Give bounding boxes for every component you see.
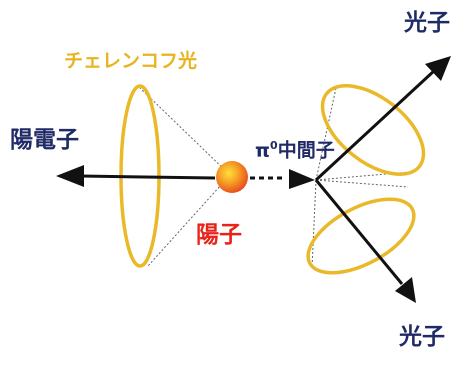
photon-top-label: 光子	[404, 10, 450, 36]
pion-superscript: 0	[270, 139, 278, 152]
photon-bottom-label: 光子	[399, 324, 445, 350]
positron-arrow-head	[56, 165, 84, 187]
pion-symbol: π	[255, 139, 271, 162]
pion-path	[250, 169, 315, 189]
proton-sphere	[216, 161, 248, 193]
cherenkov-light-label: チェレンコフ光	[64, 50, 198, 72]
lower-photon-cherenkov-ring	[306, 197, 416, 275]
lower-photon-cone-lines	[311, 179, 409, 269]
pion-arrow-head	[289, 169, 315, 189]
pion-name: 中間子	[277, 139, 335, 162]
proton-label: 陽子	[196, 222, 242, 248]
upper-photon-arrow-head	[425, 56, 451, 81]
positron-cone-lines	[139, 87, 231, 267]
upper-photon-cherenkov-ring	[320, 84, 426, 176]
upper-photon-arrow	[314, 56, 451, 182]
pion-label: π0中間子	[255, 140, 335, 160]
lower-photon-arrow-head	[395, 277, 416, 303]
positron-arrow	[56, 165, 216, 187]
lower-photon-arrow	[314, 179, 416, 303]
positron-label: 陽電子	[10, 127, 79, 153]
